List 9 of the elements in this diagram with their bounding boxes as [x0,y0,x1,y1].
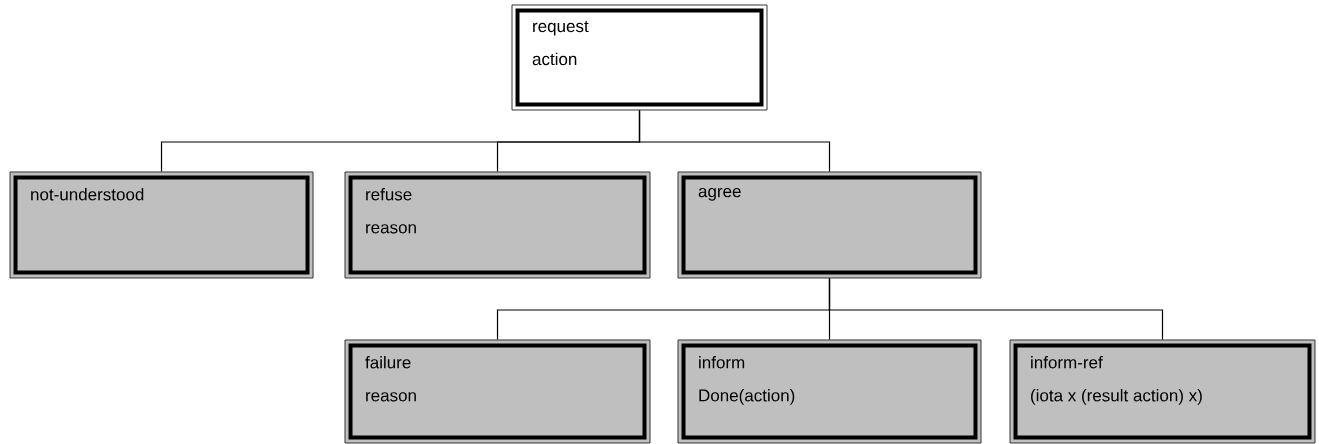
connector-line [638,109,831,173]
message-box: refuse reason [344,171,651,279]
connector-line [828,277,1164,341]
message-box: failure reason [344,339,651,444]
message-box: request action [511,4,768,111]
message-box: not-understood [9,171,314,279]
message-box: inform-ref (iota x (result action) x) [1009,339,1316,444]
message-box: agree [677,171,982,279]
message-box: inform Done(action) [677,339,982,444]
